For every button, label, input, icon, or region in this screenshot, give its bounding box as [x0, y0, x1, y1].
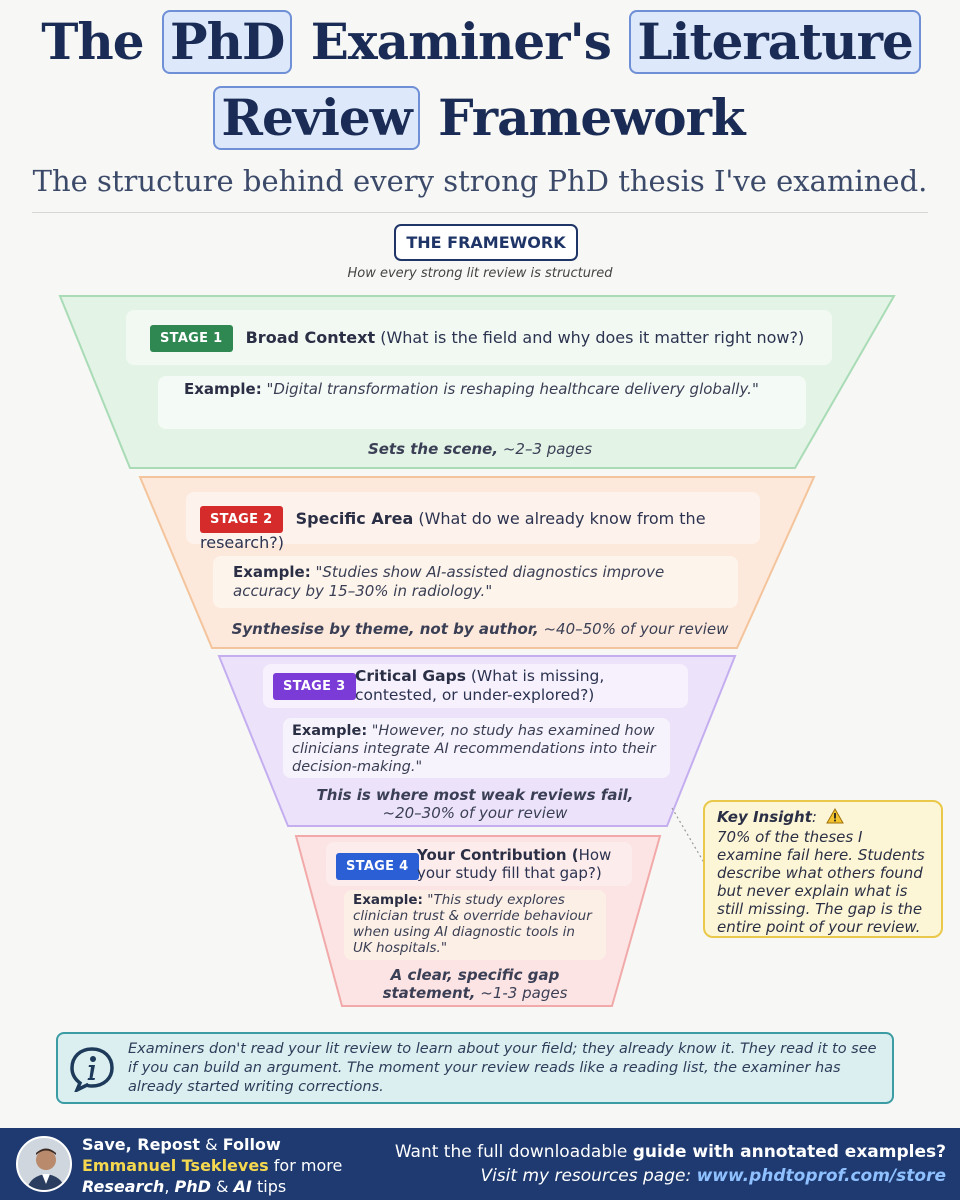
stage-1-note: Sets the scene, ~2–3 pages	[130, 440, 830, 458]
resources-cta: Want the full downloadable guide with an…	[395, 1140, 946, 1188]
stage-2-note: Synthesise by theme, not by author, ~40–…	[200, 620, 760, 638]
author-avatar	[16, 1136, 72, 1192]
cta-prefix: Want the full downloadable	[394, 1142, 633, 1162]
title-word-examiners: Examiner's	[310, 12, 612, 71]
stage-3-example-text: "However, no study has examined how clin…	[292, 723, 656, 775]
stage-2-note-rest: ~40–50% of your review	[543, 620, 729, 638]
ampersand-2: &	[210, 1177, 234, 1196]
framework-label: THE FRAMEWORK	[394, 224, 578, 261]
stage-2-name: Specific Area	[295, 509, 414, 528]
stage-4-example-text: "This study explores clinician trust & o…	[353, 892, 592, 956]
stage-4-example: Example: "This study explores clinician …	[344, 890, 606, 960]
title-word-phd-highlight: PhD	[162, 10, 293, 74]
stage-1-example-text: "Digital transformation is reshaping hea…	[266, 380, 759, 398]
stage-1-header: STAGE 1 Broad Context (What is the field…	[126, 310, 832, 365]
warning-icon	[825, 807, 844, 828]
stage-2-note-strong: Synthesise by theme, not by author,	[231, 620, 539, 638]
stage-1-badge: STAGE 1	[150, 325, 233, 352]
stage-4-example-label: Example:	[353, 892, 423, 908]
store-link[interactable]: www.phdtoprof.com/store	[696, 1166, 946, 1186]
stage-3-note-strong: This is where most weak reviews fail,	[316, 786, 634, 804]
title-word-review-highlight: Review	[213, 86, 420, 150]
stage-2-example-label: Example:	[233, 563, 311, 581]
stage-4-question: How your study fill that gap?)	[417, 846, 612, 882]
stage-3-name: Critical Gaps	[355, 667, 466, 685]
title-word-the: The	[41, 12, 144, 71]
divider	[32, 212, 928, 213]
stage-2-header: STAGE 2 Specific Area (What do we alread…	[186, 492, 760, 552]
repost-label: , Repost	[125, 1135, 201, 1154]
title-word-literature-highlight: Literature	[629, 10, 921, 74]
info-callout: Examiners don't read your lit review to …	[56, 1032, 894, 1104]
stage-3-note-rest: ~20–30% of your review	[382, 804, 568, 822]
stage-4-note: A clear, specific gap statement, ~1-3 pa…	[360, 966, 590, 1002]
save-label: Save	[82, 1135, 126, 1154]
page-title-line-1: The PhD Examiner's Literature	[0, 10, 960, 74]
stage-3-question: (What is missing, contested, or under-ex…	[355, 667, 605, 704]
stage-1-example-label: Example:	[184, 380, 262, 398]
ampersand: &	[200, 1135, 223, 1154]
stage-3-example: Example: "However, no study has examined…	[283, 718, 670, 778]
stage-4-badge: STAGE 4	[336, 853, 419, 880]
stage-1-note-strong: Sets the scene,	[367, 440, 499, 458]
follow-cta: Save, Repost & Follow Emmanuel Tsekleves…	[82, 1134, 342, 1197]
stage-1-question: (What is the field and why does it matte…	[380, 328, 805, 347]
stage-3-badge: STAGE 3	[273, 673, 356, 700]
stage-1-example: Example: "Digital transformation is resh…	[158, 376, 806, 429]
stage-2-badge: STAGE 2	[200, 506, 283, 533]
page-title-line-2: Review Framework	[0, 86, 960, 150]
for-more-text: for more	[268, 1156, 343, 1175]
stage-3-header: STAGE 3 Critical Gaps (What is missing, …	[263, 664, 688, 708]
stage-4-name: Your Contribution (	[417, 846, 579, 864]
tips-text: tips	[251, 1177, 287, 1196]
cta-bold: guide with annotated examples?	[632, 1142, 946, 1162]
title-word-framework: Framework	[438, 88, 745, 147]
stage-3-example-label: Example:	[292, 723, 368, 739]
insight-connector	[671, 807, 707, 867]
author-name[interactable]: Emmanuel Tsekleves	[82, 1156, 269, 1175]
stage-3-note: This is where most weak reviews fail,~20…	[310, 786, 640, 822]
info-icon	[68, 1046, 116, 1096]
framework-subtitle: How every strong lit review is structure…	[347, 266, 613, 281]
stage-4-header: STAGE 4 Your Contribution (How your stud…	[326, 842, 632, 886]
info-text: Examiners don't read your lit review to …	[128, 1041, 877, 1095]
stage-2-example-text: "Studies show AI-assisted diagnostics im…	[233, 563, 665, 600]
stage-2-question: (What do we already know from the resear…	[200, 509, 706, 552]
stage-2-example: Example: "Studies show AI-assisted diagn…	[213, 556, 738, 608]
visit-text: Visit my resources page:	[480, 1166, 697, 1186]
follow-label: Follow	[222, 1135, 281, 1154]
stage-1-note-rest: ~2–3 pages	[502, 440, 593, 458]
research-label: Research	[82, 1177, 165, 1196]
key-insight-callout: Key Insight: 70% of the theses I examine…	[703, 800, 943, 938]
key-insight-label: Key Insight	[717, 808, 812, 826]
page-subtitle: The structure behind every strong PhD th…	[32, 164, 928, 198]
phd-label: PhD	[174, 1177, 211, 1196]
ai-label: AI	[233, 1177, 252, 1196]
comma-text: ,	[164, 1177, 175, 1196]
stage-4-note-rest: ~1-3 pages	[480, 984, 568, 1002]
footer-bar: Save, Repost & Follow Emmanuel Tsekleves…	[0, 1128, 960, 1200]
key-insight-text: 70% of the theses I examine fail here. S…	[717, 828, 925, 936]
stage-4-note-strong: A clear, specific gap statement,	[382, 966, 560, 1002]
stage-1-name: Broad Context	[245, 328, 376, 347]
